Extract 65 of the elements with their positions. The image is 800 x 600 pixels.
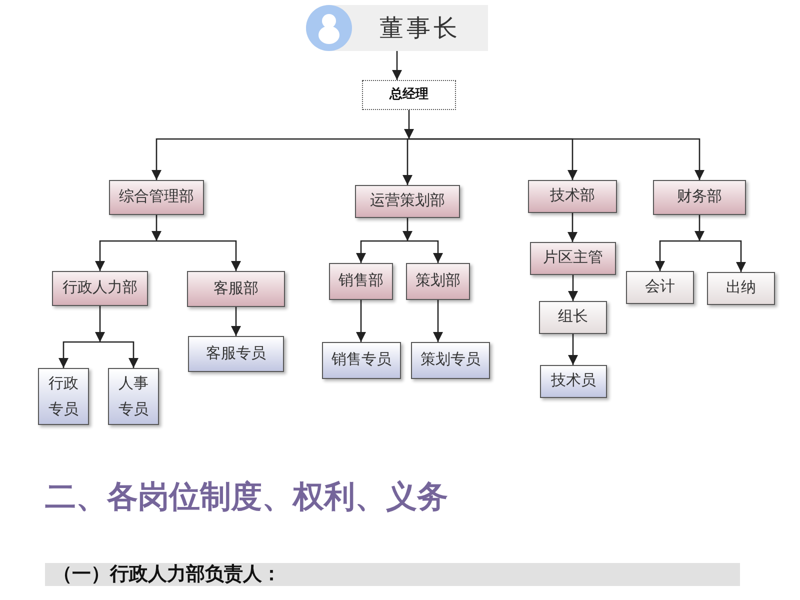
- position-title: 综合管理部: [119, 188, 194, 208]
- connector-arrow: [152, 138, 409, 180]
- title-pill: [306, 5, 488, 51]
- connector-arrow: [402, 218, 412, 241]
- department-box: [109, 180, 204, 215]
- department-box: [653, 180, 746, 215]
- connector-arrow: [408, 240, 443, 263]
- connector-arrow: [95, 306, 105, 342]
- position-title: 片区主管: [543, 248, 603, 268]
- position-title: 客服专员: [206, 344, 266, 364]
- connector-arrow: [409, 138, 704, 180]
- department-box: [52, 271, 148, 306]
- staff-box: [188, 336, 284, 372]
- connector-arrow: [568, 334, 578, 365]
- department-box: [355, 185, 460, 218]
- section-heading: 二、各岗位制度、权利、义务: [45, 478, 448, 516]
- connector-arrow: [694, 215, 704, 241]
- position-title: 技术员: [551, 372, 596, 392]
- connector-arrow: [356, 240, 408, 263]
- position-title: 策划部: [416, 272, 460, 292]
- position-title: 销售专员: [332, 350, 392, 370]
- connector-arrow: [152, 215, 162, 241]
- connector-arrow: [95, 240, 156, 271]
- connector-arrow: [58, 341, 100, 368]
- staff-box: [411, 342, 490, 379]
- connector-arrow: [100, 341, 138, 368]
- department-box: [329, 263, 393, 300]
- position-title: 行政人力部: [62, 278, 138, 298]
- connector-arrow: [568, 213, 578, 242]
- position-title: 销售部: [338, 272, 384, 292]
- staff-box: [322, 342, 401, 379]
- connector-arrow: [568, 275, 578, 301]
- position-title: 组长: [558, 308, 588, 328]
- connector-arrow: [700, 240, 746, 272]
- department-box: [530, 242, 616, 275]
- position-title: 策划专员: [420, 350, 480, 370]
- staff-box: [540, 365, 607, 398]
- department-box: [187, 271, 285, 307]
- position-box: [626, 271, 694, 304]
- position-box: [539, 301, 607, 334]
- position-title: 财务部: [677, 188, 722, 208]
- connector-arrow: [433, 300, 443, 342]
- connector-arrow: [655, 240, 700, 271]
- position-title: 出纳: [726, 278, 756, 298]
- connector-arrow: [404, 110, 414, 139]
- position-title: 会计: [645, 278, 675, 298]
- department-box: [406, 263, 470, 300]
- dotted-box: [362, 80, 456, 110]
- subsection-heading: （一）行政人力部负责人：: [45, 563, 740, 586]
- position-title: 运营策划部: [370, 192, 445, 212]
- connector-arrow: [402, 138, 412, 185]
- staff-box: [38, 368, 89, 425]
- department-box: [528, 180, 617, 213]
- position-title: 客服部: [214, 279, 258, 299]
- position-title: 董事长: [380, 13, 460, 44]
- staff-box: [108, 368, 159, 425]
- position-title: 总经理: [390, 86, 428, 104]
- connector-arrow: [156, 240, 241, 271]
- position-title: 人事专员: [118, 374, 150, 420]
- connector-arrow: [392, 51, 402, 80]
- position-title: 行政专员: [48, 374, 80, 420]
- connector-arrow: [356, 300, 366, 342]
- position-box: [707, 272, 775, 305]
- position-title: 技术部: [550, 186, 595, 206]
- connector-arrow: [231, 307, 241, 336]
